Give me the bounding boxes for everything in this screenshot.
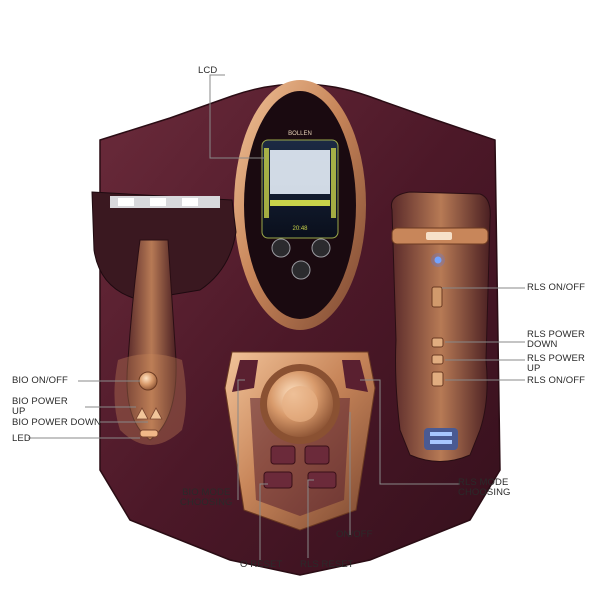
label-rls-mode-line1: RLS MODE	[458, 477, 509, 488]
bio-onoff-button[interactable]	[138, 371, 158, 391]
leader-o-reset	[259, 483, 268, 560]
rls-power-up-button[interactable]	[431, 354, 444, 365]
lcd-time: 20:48	[292, 226, 308, 232]
rls-onoff-button-bottom[interactable]	[431, 371, 444, 387]
label-onoff: ON/OFF	[336, 529, 373, 540]
rls-onoff-button-top[interactable]	[431, 286, 443, 308]
rls-handle	[390, 191, 491, 462]
label-rls-power-up-line2: UP	[527, 363, 541, 374]
label-rls-power-down-line2: DOWN	[527, 339, 558, 350]
label-rls-mode: RLS MODE CHOOSING	[458, 478, 511, 498]
leader-lcd	[209, 74, 265, 159]
label-rls-reset: RLS RESET	[300, 559, 354, 570]
label-bio-onoff: BIO ON/OFF	[12, 375, 68, 386]
label-rls-power-up-line1: RLS POWER	[527, 353, 585, 364]
label-bio-power-down: BIO POWER DOWN	[12, 417, 102, 428]
label-bio-mode: BIO MODE CHOOSING	[180, 488, 233, 508]
panel-button-right[interactable]	[304, 445, 330, 465]
label-rls-onoff-bottom: RLS ON/OFF	[527, 375, 586, 386]
leader-rls-mode	[360, 379, 460, 485]
label-rls-mode-line2: CHOOSING	[458, 487, 511, 498]
bio-power-up-button[interactable]	[135, 407, 149, 420]
screen-button-center[interactable]	[291, 260, 311, 280]
label-led: LED	[12, 433, 31, 444]
label-o-reset: O RESET	[240, 559, 283, 570]
rls-light-window	[424, 428, 458, 450]
bio-handle-grip	[126, 239, 177, 441]
leader-lines	[28, 74, 525, 560]
panel-button-bottom-left[interactable]	[263, 471, 293, 489]
screen-button-right[interactable]	[311, 238, 331, 258]
label-rls-power-up: RLS POWER UP	[527, 354, 585, 374]
label-bio-mode-line2: CHOOSING	[180, 497, 233, 508]
bio-power-down-button[interactable]	[149, 407, 163, 420]
rls-power-down-button[interactable]	[431, 337, 444, 348]
panel-button-left[interactable]	[270, 445, 296, 465]
label-rls-onoff-top: RLS ON/OFF	[527, 282, 586, 293]
bio-led	[139, 429, 159, 438]
label-rls-power-down: RLS POWER DOWN	[527, 330, 585, 350]
label-bio-power-up-line2: UP	[12, 406, 26, 417]
lcd-brand: BOLLEN	[288, 131, 312, 137]
leader-bio-mode	[237, 379, 245, 500]
label-bio-mode-line1: BIO MODE	[182, 487, 231, 498]
label-bio-power-up: BIO POWER UP	[12, 397, 68, 417]
label-bio-power-up-line1: BIO POWER	[12, 396, 68, 407]
label-lcd: LCD	[198, 65, 218, 76]
leader-rls-reset	[307, 479, 314, 558]
label-rls-power-down-line1: RLS POWER	[527, 329, 585, 340]
rls-led-blue	[434, 256, 442, 264]
screen-button-left[interactable]	[271, 238, 291, 258]
